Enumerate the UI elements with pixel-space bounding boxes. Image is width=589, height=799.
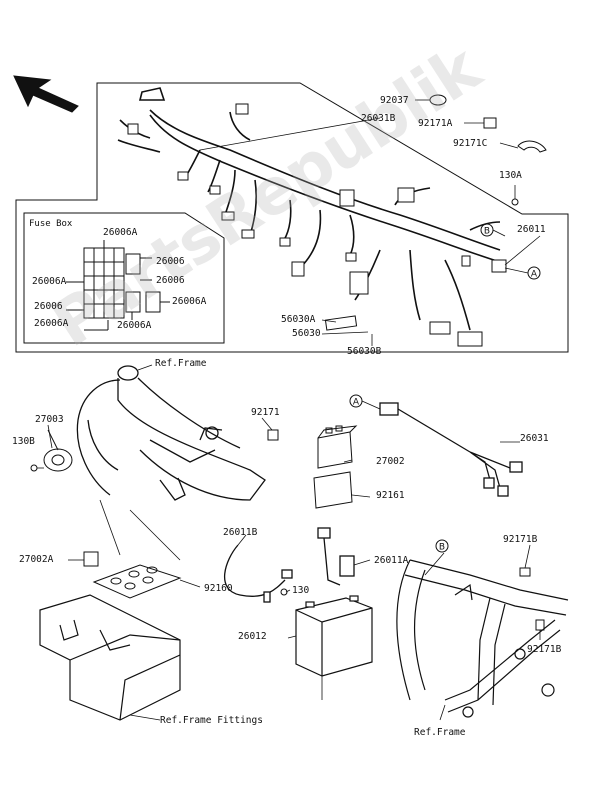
leader-lines-top [199, 99, 541, 346]
ref-frame-label-1: Ref.Frame [155, 358, 207, 369]
fuse-box-title: Fuse Box [29, 219, 73, 229]
part-label-56030A: 56030A [281, 314, 316, 325]
part-label-26011B: 26011B [223, 527, 258, 538]
part-label-92171: 92171 [251, 407, 280, 418]
part-label-92171B-1: 92171B [503, 534, 538, 545]
clamp-92171C [517, 140, 547, 153]
clip-92171B-1 [519, 567, 531, 577]
svg-text:A: A [531, 270, 538, 280]
cable-26031 [379, 402, 523, 497]
svg-text:B: B [439, 543, 445, 553]
bolt-130 [280, 588, 288, 596]
horn-27003 [43, 429, 73, 472]
part-label-130: 130 [292, 585, 310, 596]
part-label-27002A: 27002A [19, 554, 54, 565]
clip-92171A [483, 117, 497, 129]
ref-frame-fittings-label: Ref.Frame Fittings [160, 715, 263, 726]
ref-frame-label-2: Ref.Frame [414, 727, 466, 738]
fuse-label-26006-l2: 26006 [34, 301, 63, 312]
fuse-box-frame [23, 212, 225, 344]
harness-connectors [127, 103, 507, 347]
marker-A-mid: A [349, 394, 363, 408]
ecu-case-92161 [313, 471, 353, 509]
cable-26011A [317, 527, 355, 586]
fuse-label-26006A-top: 26006A [103, 227, 138, 238]
part-label-56030: 56030 [292, 328, 321, 339]
part-label-92160: 92160 [204, 583, 233, 594]
fuse-label-26006-r1: 26006 [156, 256, 185, 267]
svg-text:A: A [353, 398, 360, 408]
part-label-27003: 27003 [35, 414, 64, 425]
fuse-label-26006-r2: 26006 [156, 275, 185, 286]
case-92160 [92, 564, 182, 599]
front-direction-arrow-icon [13, 75, 79, 113]
clip-92171B-2 [535, 619, 545, 631]
fuse-label-26006A-r3: 26006A [172, 296, 207, 307]
part-label-130A: 130A [499, 170, 522, 181]
bolt-130B [30, 464, 38, 472]
part-label-26011: 26011 [517, 224, 546, 235]
part-label-26011A: 26011A [374, 555, 409, 566]
part-label-92037: 92037 [380, 95, 409, 106]
battery-case [39, 594, 181, 721]
marker-B-top: B [480, 223, 494, 237]
steering-head-frame [76, 365, 266, 501]
part-label-27002: 27002 [376, 456, 405, 467]
fuse-label-26006A-bottom: 26006A [117, 320, 152, 331]
cable-26011B [223, 544, 293, 603]
part-label-92171C: 92171C [453, 138, 488, 149]
fuse-label-26006A-l1: 26006A [32, 276, 67, 287]
fuse-label-26006A-l3: 26006A [34, 318, 69, 329]
clip-92171 [267, 429, 279, 441]
svg-text:B: B [484, 227, 490, 237]
battery-26012 [295, 595, 373, 677]
part-label-92161: 92161 [376, 490, 405, 501]
rear-frame [396, 559, 569, 718]
part-label-56030B: 56030B [347, 346, 382, 357]
harness-group-frame [15, 82, 569, 353]
marker-B-low: B [435, 539, 449, 553]
part-label-92171B-2: 92171B [527, 644, 562, 655]
part-label-26031B: 26031B [361, 113, 396, 124]
ecu-27002 [317, 425, 358, 469]
bolt-130A [511, 198, 519, 206]
marker-A-top: A [527, 266, 541, 280]
clamp-92037 [429, 94, 447, 106]
part-label-26031: 26031 [520, 433, 549, 444]
fuse-box-block [66, 240, 170, 331]
part-label-92171A: 92171A [418, 118, 453, 129]
leader-lines-lower [37, 364, 541, 721]
part-label-130B: 130B [12, 436, 35, 447]
relay-27002A [83, 551, 99, 567]
part-label-26012: 26012 [238, 631, 267, 642]
